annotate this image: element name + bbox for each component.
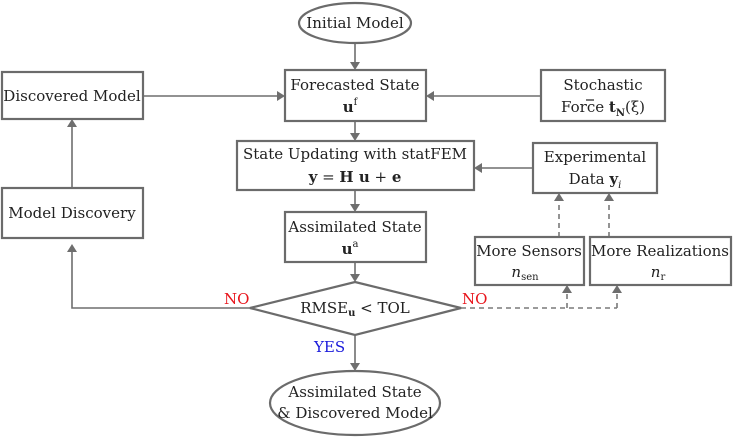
arrowhead (612, 285, 622, 293)
arrowhead (426, 91, 434, 101)
experimental-data-symbol: Data yi (569, 170, 622, 191)
edge-decision-to-model-discovery (71, 252, 250, 309)
node-stochastic-force: Stochastic Force tN(ξ) (539, 68, 667, 123)
node-assimilated-state: Assimilated State ua (283, 210, 428, 264)
state-updating-title: State Updating with statFEM (243, 145, 467, 163)
arrowhead (474, 163, 482, 173)
forecasted-state-title: Forecasted State (290, 76, 419, 94)
arrowhead (350, 363, 360, 371)
arrowhead (554, 193, 564, 201)
node-experimental-data: Experimental Data yi (531, 141, 659, 195)
final-line1: Assimilated State (287, 383, 421, 401)
forecasted-state-symbol: uf (343, 97, 359, 116)
decision-condition: RMSEu < TOL (300, 299, 410, 319)
connectors (67, 44, 622, 371)
arrowhead (350, 204, 360, 212)
node-decision: RMSEu < TOL (249, 280, 462, 337)
arrowhead (67, 244, 77, 252)
arrowhead (350, 133, 360, 141)
node-discovered-model: Discovered Model (0, 70, 145, 121)
node-final: Assimilated State & Discovered Model (268, 369, 442, 437)
more-realizations-title: More Realizations (591, 242, 729, 260)
initial-model-label: Initial Model (306, 14, 404, 32)
final-line2: & Discovered Model (277, 404, 433, 422)
model-discovery-label: Model Discovery (8, 204, 136, 222)
node-initial-model: Initial Model (297, 1, 413, 45)
assimilated-state-symbol: ua (342, 239, 359, 258)
node-forecasted-state: Forecasted State uf (283, 68, 428, 123)
stochastic-force-symbol: Force tN(ξ) (561, 98, 645, 119)
arrowhead (604, 193, 614, 201)
stochastic-force-title: Stochastic (563, 76, 642, 94)
node-state-updating: State Updating with statFEM y = H u + e (235, 139, 476, 192)
arrowhead (277, 91, 285, 101)
more-sensors-symbol: nsen (511, 263, 539, 283)
arrowhead (562, 285, 572, 293)
more-realizations-symbol: nr (651, 263, 666, 283)
arrowhead (67, 119, 77, 127)
state-updating-equation: y = H u + e (308, 168, 402, 186)
yes-label: YES (313, 338, 345, 356)
more-sensors-title: More Sensors (476, 242, 582, 260)
node-model-discovery: Model Discovery (0, 186, 145, 240)
discovered-model-label: Discovered Model (3, 87, 141, 105)
arrowhead (350, 62, 360, 70)
no-label-left: NO (224, 290, 249, 308)
experimental-data-title: Experimental (544, 148, 647, 166)
arrowhead (350, 274, 360, 282)
assimilated-state-title: Assimilated State (287, 218, 421, 236)
no-label-right: NO (462, 290, 487, 308)
node-more-realizations: More Realizations nr (588, 235, 733, 287)
node-more-sensors: More Sensors nsen (473, 235, 586, 287)
